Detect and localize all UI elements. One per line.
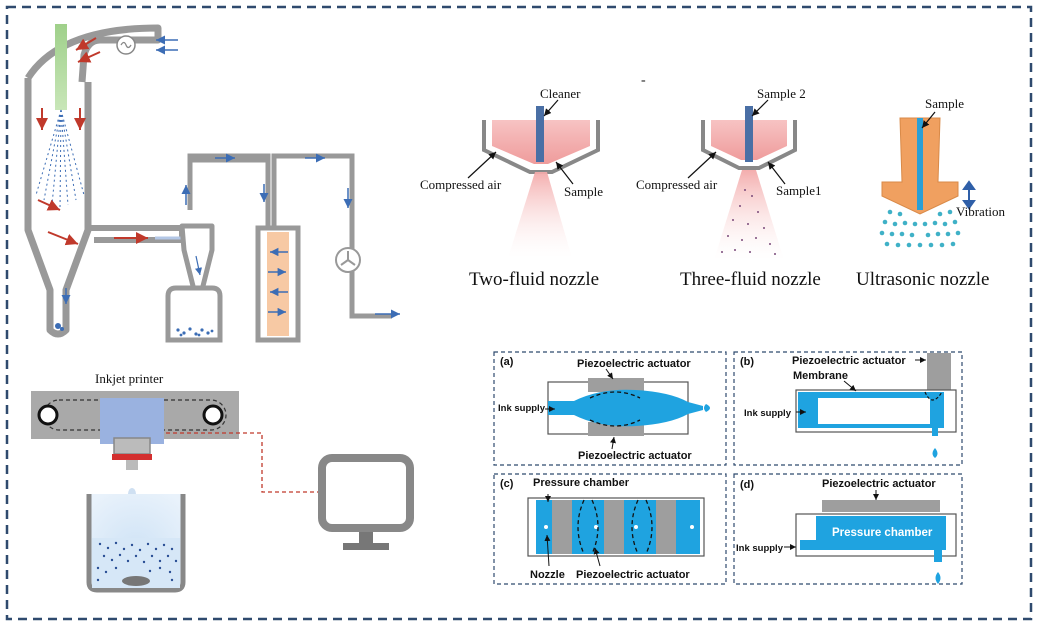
panel-a-actuator-bottom: Piezoelectric actuator [578,450,692,462]
panel-c: (c) Pressure chamber Nozzle Piezoelectri… [493,473,727,585]
feed-nozzle [55,24,67,110]
rail-pulley-left [37,404,59,426]
heater-fan-icon [116,35,136,55]
rail-pulley-right [202,404,224,426]
panel-a-actuator-top: Piezoelectric actuator [577,358,691,370]
exhaust-fan-icon [335,247,361,273]
stray-mark: - [641,73,646,88]
inkjet-title: Inkjet printer [95,371,164,386]
stir-bar [122,576,150,586]
three-fluid-nozzle: Sample 2 Compressed air Sample1 Three-fl… [636,86,822,290]
panel-c-tag: (c) [500,478,514,490]
panel-d-supply: Ink supply [736,543,784,554]
two-fluid-left-label: Compressed air [420,177,502,192]
three-fluid-right-label: Sample1 [776,183,822,198]
ultrasonic-top-label: Sample [925,96,964,111]
figure-frame [5,5,1033,621]
panel-a: (a) Piezoelectric actuator Piezoelectric… [493,351,727,466]
panel-d: (d) Piezoelectric actuator Pressure cham… [733,473,963,585]
drying-chamber [24,78,92,338]
ultrasonic-caption: Ultrasonic nozzle [856,269,989,290]
collection-jar [165,285,223,343]
ultrasonic-nozzle: Sample Vibration Ultrasonic nozzle [856,96,1006,290]
monitor-icon [318,454,414,550]
panel-b-actuator: Piezoelectric actuator [792,355,906,367]
spray-dryer [24,24,400,343]
panel-c-nozzle: Nozzle [530,569,565,581]
two-fluid-nozzle: Cleaner Compressed air Sample Two-fluid … [420,86,603,290]
two-fluid-right-label: Sample [564,184,603,199]
panel-a-tag: (a) [500,356,514,368]
two-fluid-top-label: Cleaner [540,86,581,101]
two-fluid-caption: Two-fluid nozzle [469,269,599,290]
panel-a-supply: Ink supply [498,403,546,414]
three-fluid-top-label: Sample 2 [757,86,806,101]
panel-d-actuator: Piezoelectric actuator [822,478,936,490]
panel-b: (b) Piezoelectric actuator Membrane Ink … [733,351,963,466]
panel-d-tag: (d) [740,479,754,491]
ultrasonic-side-label: Vibration [956,204,1006,219]
panel-b-supply: Ink supply [744,408,792,419]
panel-b-tag: (b) [740,356,754,368]
panel-b-membrane: Membrane [793,370,848,382]
three-fluid-left-label: Compressed air [636,177,718,192]
inkjet-printer: Inkjet printer [31,371,414,593]
three-fluid-caption: Three-fluid nozzle [680,269,821,290]
print-head [100,398,164,444]
panel-c-chamber: Pressure chamber [533,477,630,489]
panel-c-actuator: Piezoelectric actuator [576,569,690,581]
panel-d-chamber: Pressure chamber [832,527,933,539]
